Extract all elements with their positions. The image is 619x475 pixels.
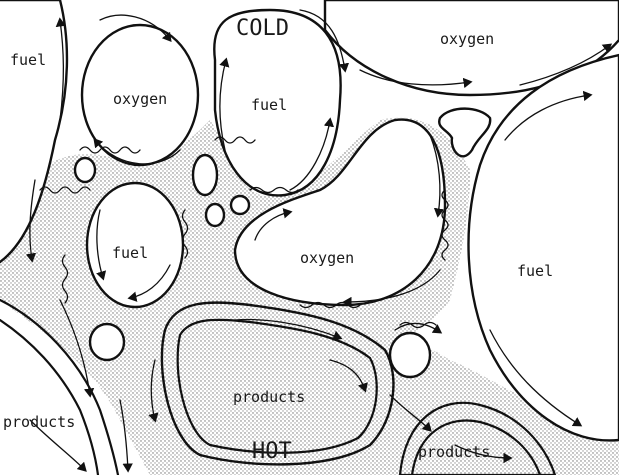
- oxygen-droplet-bottom: [390, 333, 430, 377]
- small-bubble-2: [206, 204, 224, 226]
- products-label-left: products: [3, 413, 75, 431]
- cold-label: COLD: [236, 16, 289, 41]
- hot-label: HOT: [252, 439, 292, 464]
- oxygen-label-upper-left: oxygen: [113, 90, 167, 108]
- products-label-right: products: [418, 443, 490, 461]
- oxygen-label-top-right: oxygen: [440, 30, 494, 48]
- fuel-label-middle-left: fuel: [112, 244, 148, 262]
- fuel-label-top: fuel: [251, 96, 287, 114]
- products-label-center: products: [233, 388, 305, 406]
- small-bubble-3: [75, 158, 95, 182]
- fuel-label-right: fuel: [517, 262, 553, 280]
- fuel-label-left: fuel: [10, 51, 46, 69]
- small-bubble-4: [231, 196, 249, 214]
- oxygen-label-center: oxygen: [300, 249, 354, 267]
- oxygen-droplet-left: [90, 324, 124, 360]
- small-bubble-1: [193, 155, 217, 195]
